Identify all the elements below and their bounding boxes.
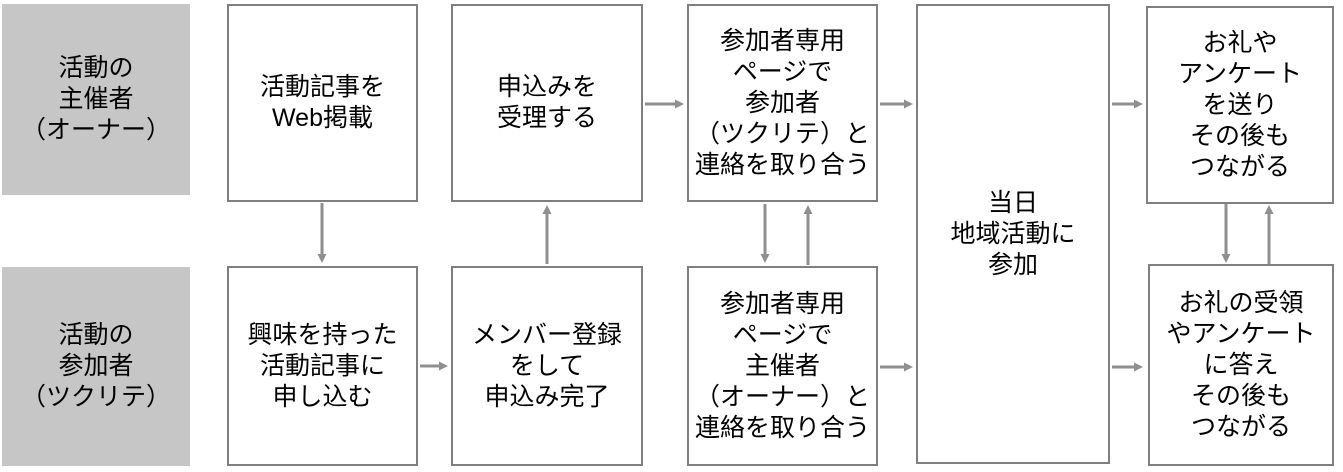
step-owner-send-thanks: お礼や アンケート を送り その後も つながる	[1146, 6, 1334, 204]
lane-label-participant: 活動の 参加者 （ツクリテ）	[2, 267, 190, 466]
step-participant-contact-owner: 参加者専用 ページで 主催者 （オーナー）と 連絡を取り合う	[687, 266, 878, 466]
step-shared-attend-event: 当日 地域活動に 参加	[916, 4, 1110, 464]
lane-label-owner: 活動の 主催者 （オーナー）	[2, 4, 190, 195]
step-participant-register: メンバー登録 をして 申込み完了	[451, 266, 643, 466]
step-owner-contact-participants: 参加者専用 ページで 参加者 （ツクリテ）と 連絡を取り合う	[687, 4, 878, 202]
step-owner-publish-article: 活動記事を Web掲載	[227, 4, 418, 202]
step-owner-accept-application: 申込みを 受理する	[451, 4, 643, 202]
step-participant-apply: 興味を持った 活動記事に 申し込む	[227, 266, 418, 466]
step-participant-receive-thanks: お礼の受領 やアンケート に答え その後も つながる	[1148, 264, 1334, 466]
